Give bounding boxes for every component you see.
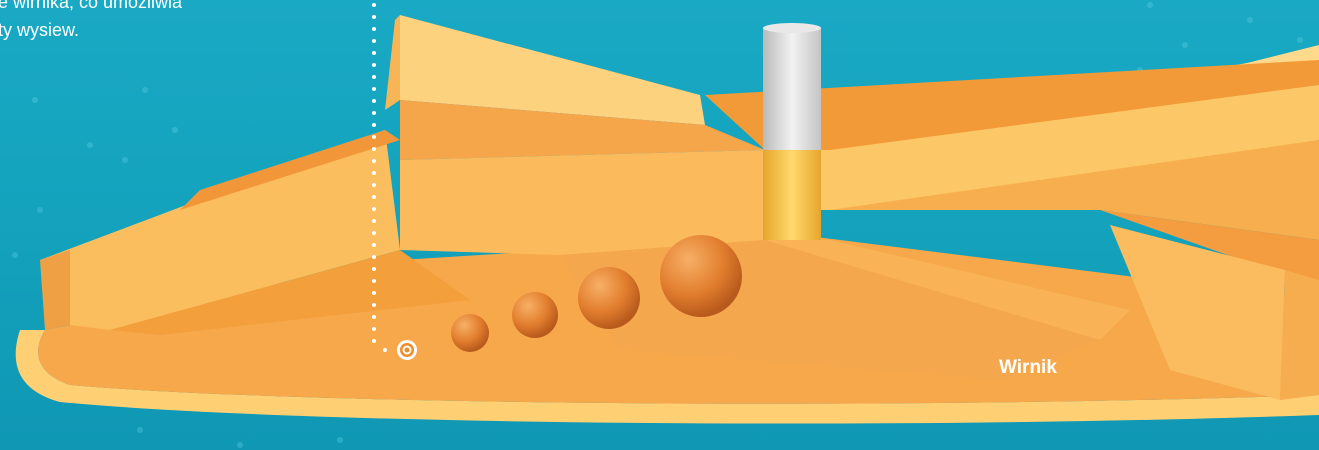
description-text: e wirnika, co umożliwia ty wysiew. (0, 0, 298, 44)
seed-small (451, 314, 489, 352)
seed-medium (578, 267, 640, 329)
rotor-body (16, 15, 1319, 424)
seed-large (660, 235, 742, 317)
description-line-1: e wirnika, co umożliwia (0, 0, 298, 16)
rotor-label: Wirnik (999, 357, 1057, 379)
seed-medium-small (512, 292, 558, 338)
rotor-shaft (763, 23, 821, 240)
description-line-2: ty wysiew. (0, 16, 298, 44)
target-icon[interactable] (395, 338, 419, 362)
